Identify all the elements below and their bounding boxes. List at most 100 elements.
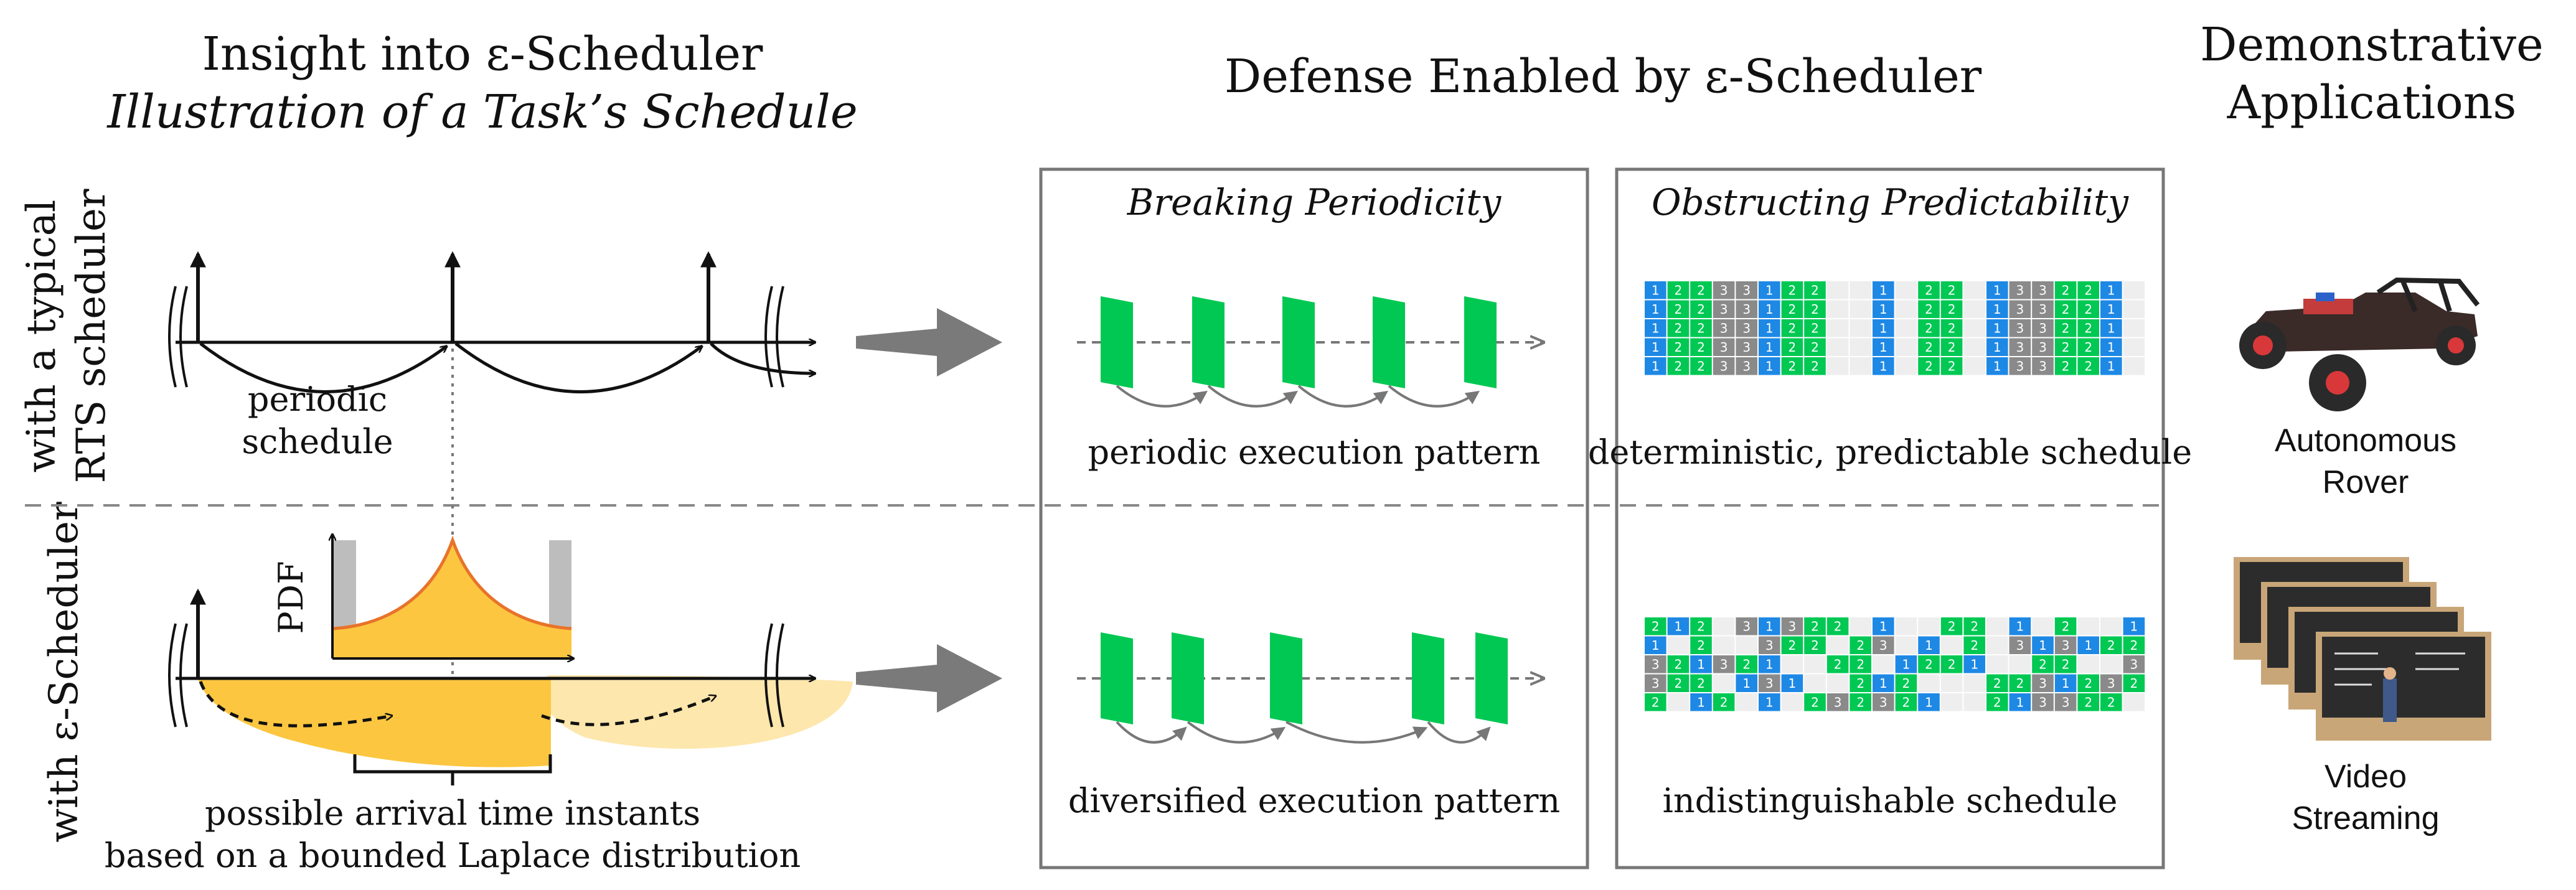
schedule-cell-label: 3 [2062, 695, 2070, 710]
schedule-cell-label: 2 [2084, 283, 2092, 298]
schedule-cell-label: 3 [2107, 676, 2115, 691]
schedule-cell-label: 2 [1811, 302, 1819, 317]
schedule-cell [1850, 655, 1871, 673]
obstructing-title: Obstructing Predictability [1652, 181, 2129, 223]
schedule-cell-label: 2 [1948, 359, 1956, 374]
schedule-cell [1713, 338, 1735, 356]
schedule-cell-label: 1 [1765, 302, 1774, 317]
schedule-cell-label: 3 [2039, 321, 2047, 336]
schedule-cell [2054, 674, 2077, 692]
schedule-cell [1690, 281, 1712, 299]
schedule-cell [1918, 338, 1940, 356]
schedule-cell-label: 3 [2039, 676, 2047, 691]
schedule-cell-label: 2 [1834, 619, 1842, 634]
exec-blocks-top [1101, 296, 1497, 408]
schedule-cell-label: 2 [1697, 302, 1705, 317]
schedule-cell [1667, 357, 1690, 375]
schedule-cell [1713, 300, 1735, 318]
schedule-cell [1940, 338, 1963, 356]
exec-block [1101, 296, 1133, 388]
schedule-cell-label: 1 [1652, 302, 1660, 317]
schedule-cell-label: 3 [1720, 340, 1728, 355]
schedule-cell [1804, 300, 1826, 318]
schedule-cell-label: 2 [1675, 321, 1683, 336]
schedule-cell-label: 3 [2039, 695, 2047, 710]
schedule-cell-label: 2 [1675, 302, 1683, 317]
axis-break-left [168, 286, 177, 388]
schedule-cell [1804, 617, 1826, 635]
schedule-cell-label: 2 [2062, 619, 2070, 634]
schedule-cell-label: 2 [1697, 676, 1705, 691]
right-title-line2: Applications [2227, 76, 2517, 129]
schedule-cell [1986, 674, 2008, 692]
pdf-inset: PDF [271, 534, 574, 658]
schedule-cell-label: 2 [1675, 283, 1683, 298]
schedule-cell [1986, 319, 2008, 337]
schedule-cell [1986, 693, 2008, 711]
schedule-cell [1713, 281, 1735, 299]
schedule-cell-label: 2 [1925, 359, 1933, 374]
schedule-cell-label: 3 [1742, 359, 1751, 374]
schedule-cell [1986, 300, 2008, 318]
schedule-cell [2009, 281, 2031, 299]
schedule-cell [1895, 674, 1917, 692]
schedule-cell [1690, 357, 1712, 375]
schedule-cell-label: 3 [1742, 321, 1751, 336]
schedule-cell-label: 2 [1811, 359, 1819, 374]
schedule-cell [1645, 300, 1666, 318]
schedule-cell-label: 1 [1765, 340, 1774, 355]
schedule-cell-label: 1 [1765, 359, 1774, 374]
schedule-cell-label: 3 [2016, 638, 2024, 653]
schedule-cell-label: 3 [2039, 359, 2047, 374]
rover-icon [2239, 277, 2480, 411]
schedule-cell-label: 2 [2084, 321, 2092, 336]
schedule-cell-label: 2 [2130, 676, 2138, 691]
schedule-cell [2077, 300, 2099, 318]
schedule-cell-label: 1 [1879, 340, 1887, 355]
schedule-cell-label: 1 [1925, 638, 1933, 653]
schedule-cell [1690, 617, 1712, 635]
schedule-cell [1667, 617, 1690, 635]
schedule-cell-label: 1 [1993, 283, 2001, 298]
laplace-pdf-edge [333, 535, 572, 630]
schedule-cell [2032, 674, 2054, 692]
schedule-cell-label: 1 [2062, 676, 2070, 691]
schedule-cell-label: 1 [1652, 340, 1660, 355]
schedule-cell [2077, 319, 2099, 337]
schedule-cell [2009, 693, 2031, 711]
schedule-cell [1667, 655, 1690, 673]
schedule-cell [2100, 319, 2122, 337]
schedule-cell [1736, 655, 1757, 673]
schedule-cell [1804, 693, 1826, 711]
schedule-cell [2077, 693, 2099, 711]
schedule-cell [2077, 357, 2099, 375]
rover-cage [2376, 277, 2480, 312]
schedule-cell [1850, 693, 1871, 711]
schedule-cell-label: 1 [1879, 619, 1887, 634]
schedule-cell-label: 3 [1789, 619, 1797, 634]
axis-break-right-b [764, 623, 773, 728]
schedule-cell [2100, 357, 2122, 375]
schedule-cell-label: 2 [1789, 638, 1797, 653]
schedule-cell [1986, 281, 2008, 299]
schedule-cell [1736, 281, 1757, 299]
schedule-cell [1918, 674, 1940, 692]
schedule-cell-label: 3 [2039, 302, 2047, 317]
exec-connector [1116, 385, 1208, 408]
schedule-cell [1690, 338, 1712, 356]
exec-connector [1207, 385, 1298, 408]
schedule-cell [1918, 300, 1940, 318]
schedule-cell-label: 2 [1697, 619, 1705, 634]
schedule-cell-label: 2 [2107, 695, 2115, 710]
schedule-cell [1690, 693, 1712, 711]
schedule-cell-label: 3 [1742, 302, 1751, 317]
row-label-top-line2: RTS scheduler [68, 189, 115, 483]
schedule-cell-label: 2 [1697, 359, 1705, 374]
right-arrow-icon [856, 644, 1002, 713]
schedule-cell [1826, 357, 1849, 375]
rover-hub-rear [2326, 371, 2349, 395]
schedule-cell [2032, 693, 2054, 711]
schedule-cell [2054, 693, 2077, 711]
schedule-cell [1667, 674, 1690, 692]
schedule-cell-label: 3 [1834, 695, 1842, 710]
